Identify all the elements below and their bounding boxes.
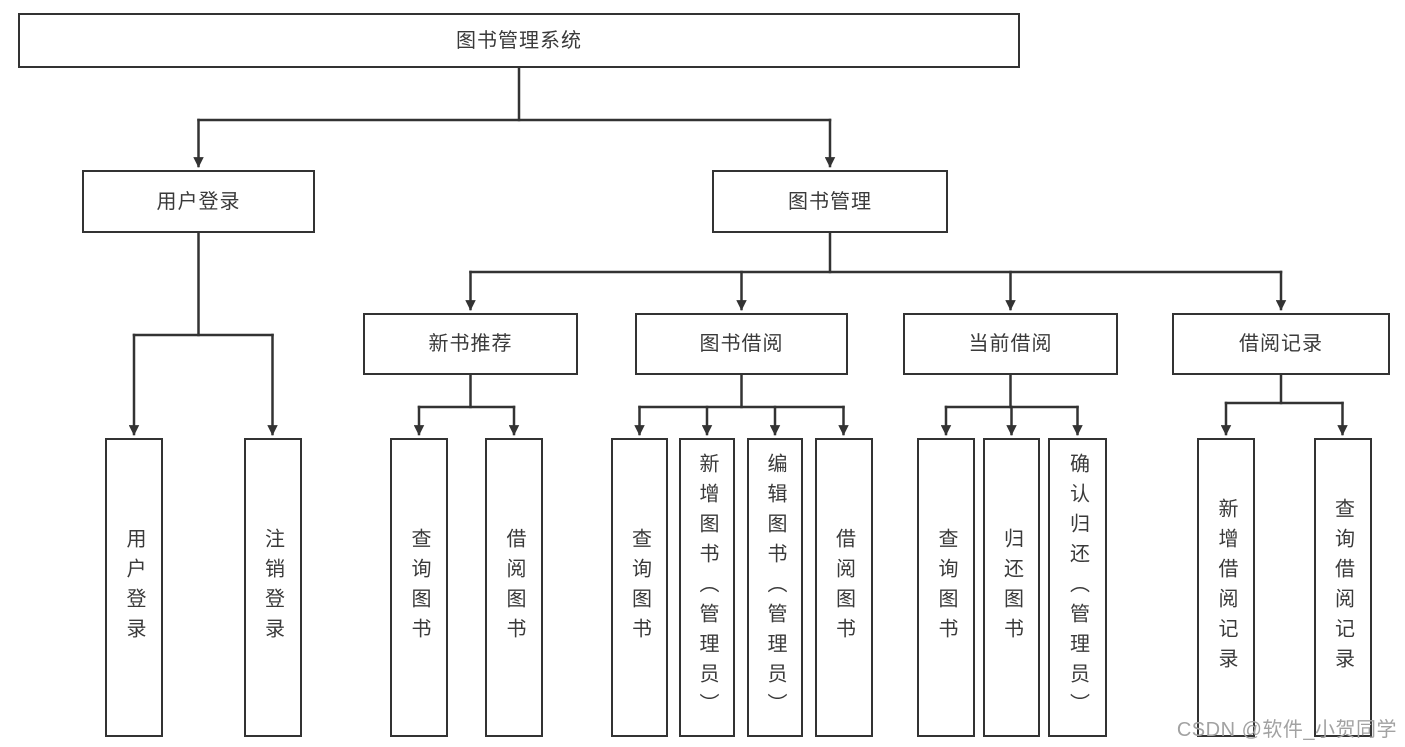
node-label: 新增借阅记录 [1215,497,1237,678]
csdn-watermark: CSDN @软件_小贺同学 [1176,719,1397,741]
node-label: 用户登录 [156,190,241,213]
leaf-current-confirm-return-admin: 确认归还（管理员） [1048,438,1107,737]
node-label: 借阅图书 [832,527,855,648]
node-label: 查询图书 [628,527,651,648]
leaf-current-query-book: 查询图书 [917,438,975,737]
leaf-recommend-query-book: 查询图书 [390,438,448,737]
node-label: 查询图书 [408,527,430,648]
node-borrow-records: 借阅记录 [1172,313,1390,375]
leaf-borrow-add-book-admin: 新增图书（管理员） [679,438,735,737]
node-label: 新增图书（管理员） [696,452,718,723]
node-label: 注销登录 [261,527,284,648]
node-book-borrow: 图书借阅 [635,313,848,375]
leaf-logout: 注销登录 [243,438,302,737]
node-label: 借阅图书 [503,527,525,648]
leaf-current-return-book: 归还图书 [983,438,1040,737]
node-label: 新书推荐 [428,333,513,355]
node-library-management-system: 图书管理系统 [18,13,1020,68]
leaf-borrow-lend-book: 借阅图书 [814,438,873,737]
node-user-login: 用户登录 [82,170,315,233]
node-current-borrow: 当前借阅 [903,313,1118,375]
node-label: 图书管理 [788,190,872,213]
node-label: 确认归还（管理员） [1066,452,1089,723]
node-label: 当前借阅 [968,333,1053,355]
node-label: 图书管理系统 [456,29,582,52]
leaf-borrow-edit-book-admin: 编辑图书（管理员） [747,438,803,737]
node-label: 图书借阅 [699,333,784,355]
node-label: 用户登录 [123,527,145,648]
node-label: 借阅记录 [1239,333,1323,355]
leaf-records-query-record: 查询借阅记录 [1313,438,1372,737]
node-label: 查询借阅记录 [1331,497,1354,678]
node-label: 编辑图书（管理员） [764,452,786,723]
node-label: 查询图书 [935,527,957,648]
node-new-book-recommend: 新书推荐 [363,313,578,375]
leaf-user-login: 用户登录 [105,438,163,737]
node-book-management: 图书管理 [712,170,948,233]
leaf-records-add-record: 新增借阅记录 [1197,438,1255,737]
leaf-recommend-borrow-book: 借阅图书 [485,438,543,737]
node-label: 归还图书 [1000,527,1023,648]
leaf-borrow-query-book: 查询图书 [611,438,668,737]
